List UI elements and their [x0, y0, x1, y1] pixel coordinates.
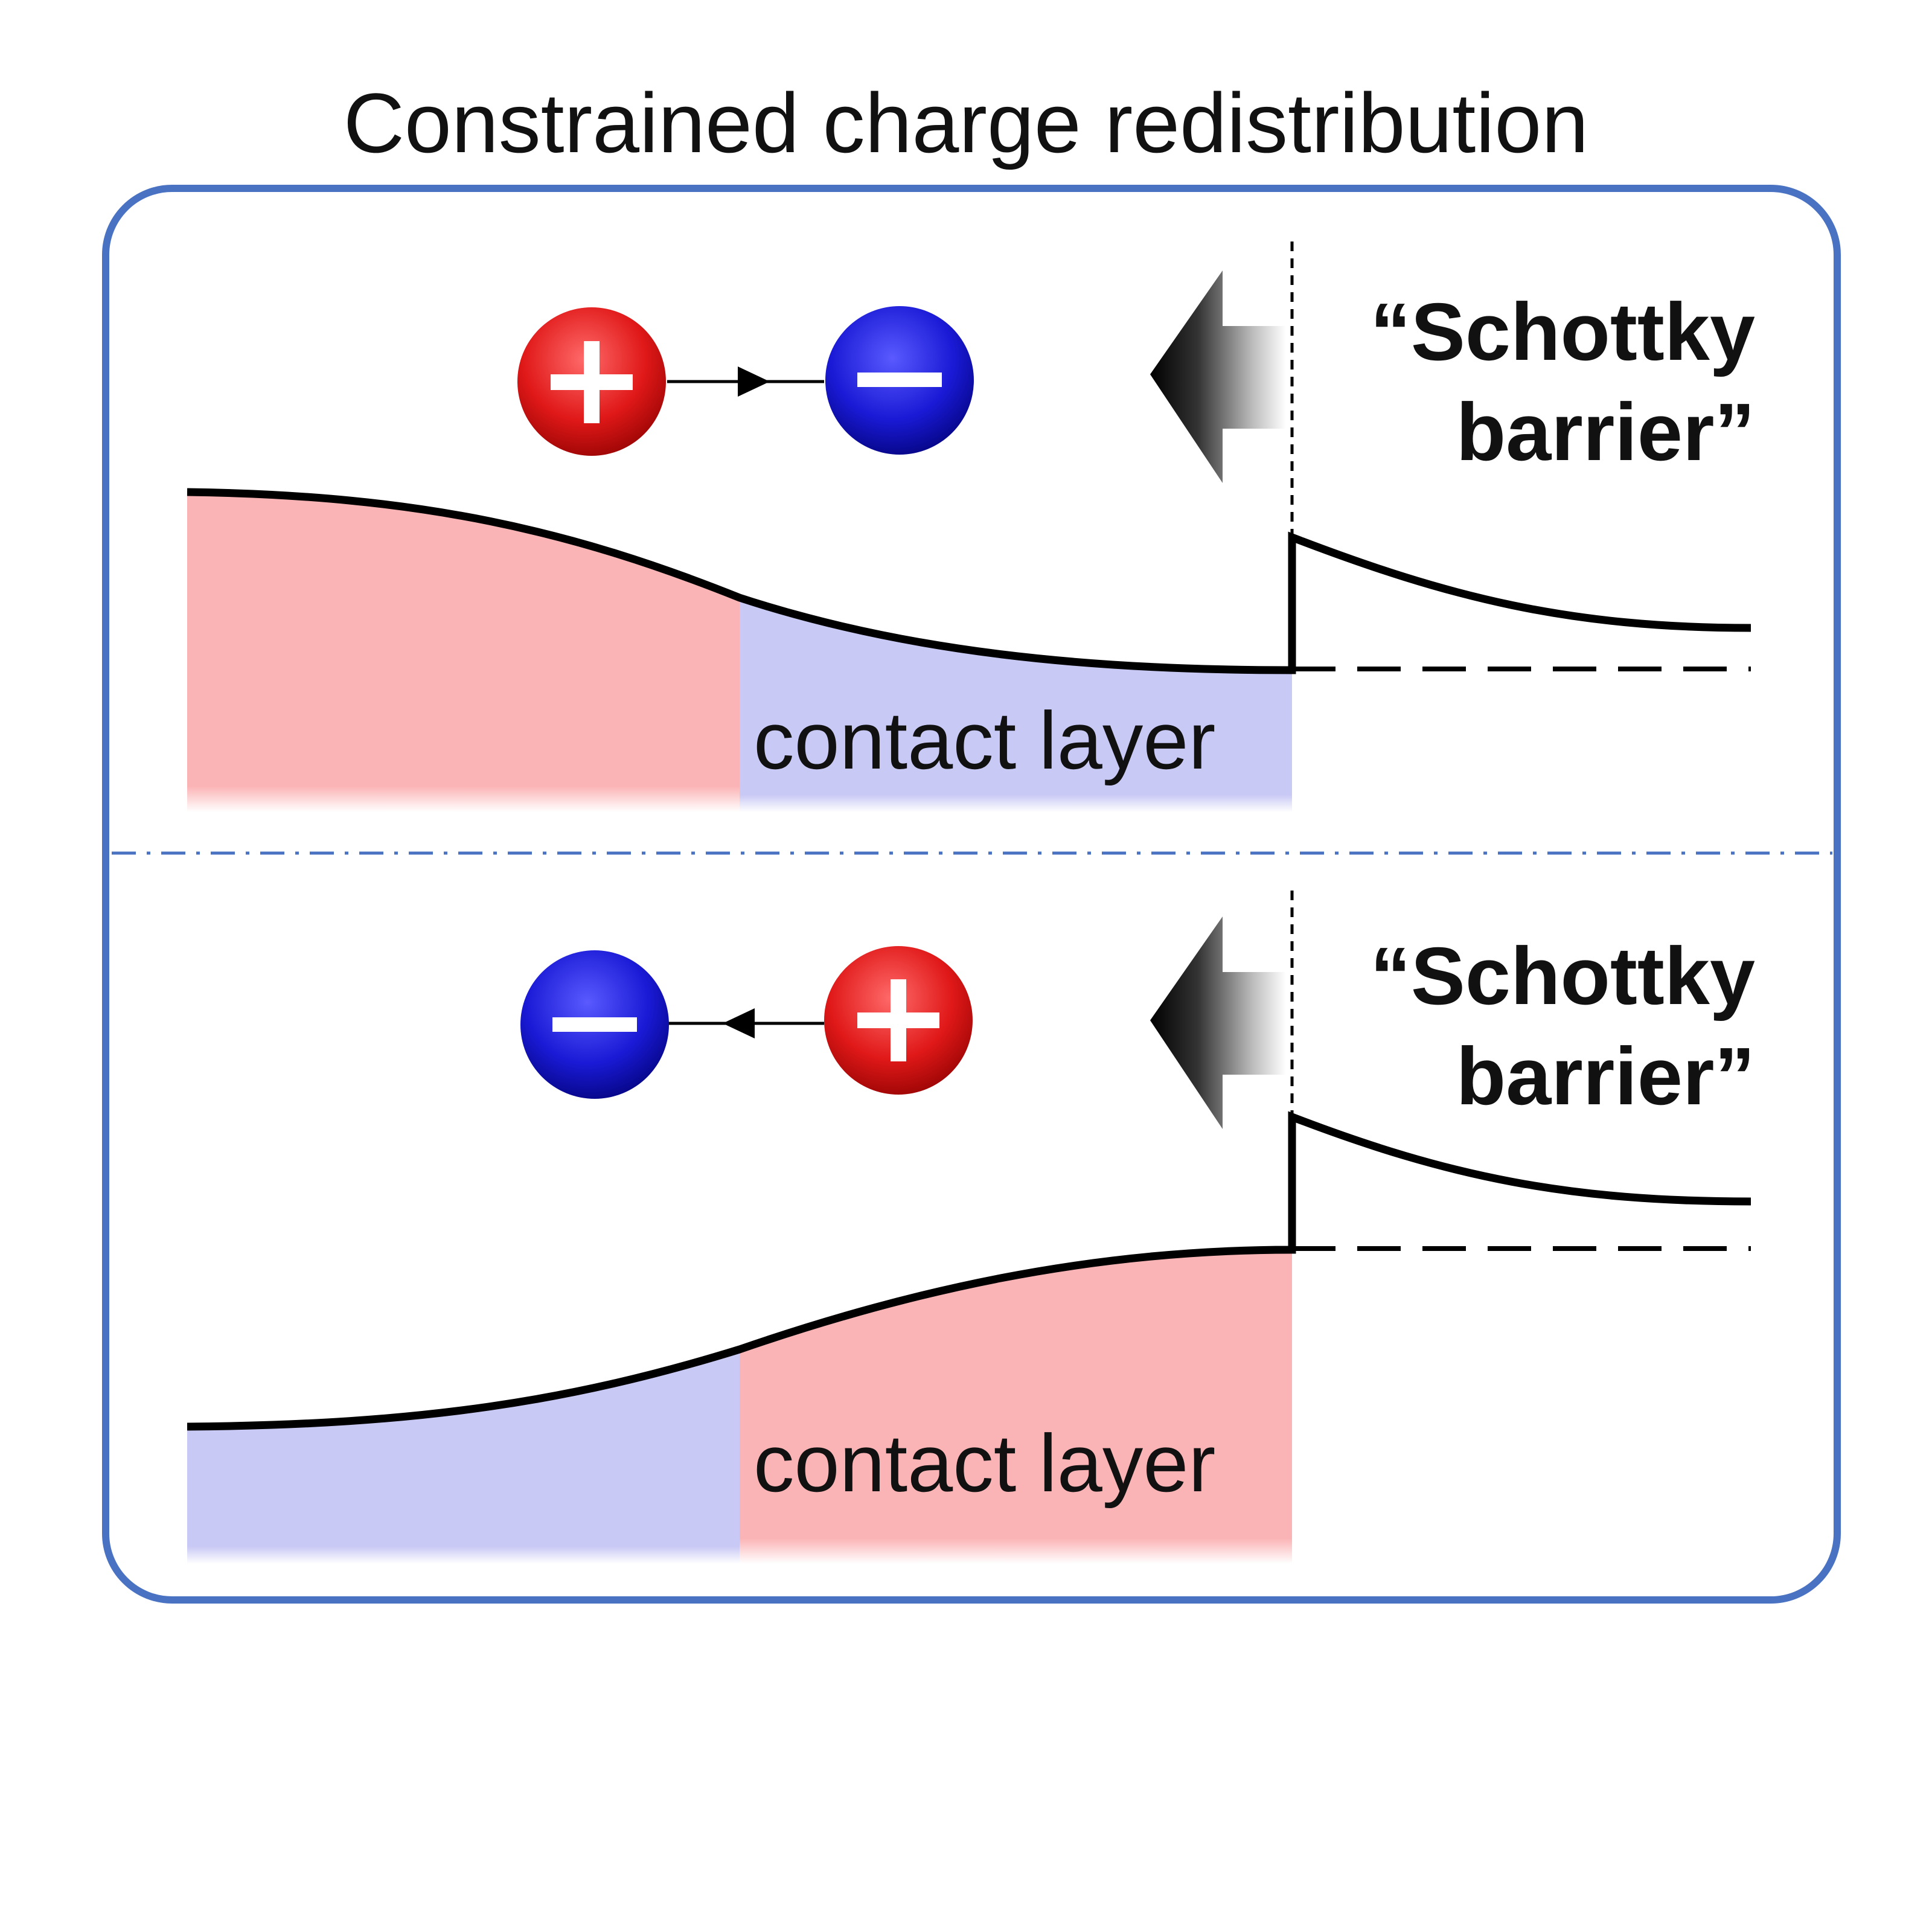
potential-curve: [187, 488, 1751, 674]
barrier-label-line2: barrier”: [1456, 386, 1755, 478]
barrier-label-line1: “Schottky: [1370, 286, 1755, 377]
barrier-label-line1: “Schottky: [1370, 930, 1755, 1022]
large-left-arrow-icon: [1150, 916, 1286, 1129]
contact-layer-label: contact layer: [753, 1418, 1215, 1509]
dipole-arrowhead-icon: [723, 1008, 755, 1038]
panel-top: contact layer “Schottky barrier”: [187, 242, 1755, 812]
dipole-arrowhead-icon: [738, 366, 770, 397]
negative-charge-icon: [825, 306, 974, 455]
positive-charge-icon: [517, 307, 666, 456]
large-left-arrow-icon: [1150, 270, 1286, 483]
panel-bottom: contact layer “Schottky barrier”: [187, 891, 1755, 1564]
left-region-negative: [187, 1349, 740, 1564]
left-region-positive: [187, 492, 740, 812]
contact-layer-region-negative: [740, 598, 1292, 812]
diagram-title: Constrained charge redistribution: [344, 75, 1588, 170]
contact-layer-label: contact layer: [753, 695, 1215, 786]
diagram-frame: [102, 185, 1841, 1604]
contact-layer-region-positive: [740, 1250, 1292, 1564]
negative-charge-icon: [520, 950, 669, 1099]
positive-charge-icon: [824, 946, 973, 1095]
potential-curve: [187, 1111, 1751, 1431]
barrier-label-line2: barrier”: [1456, 1031, 1755, 1122]
